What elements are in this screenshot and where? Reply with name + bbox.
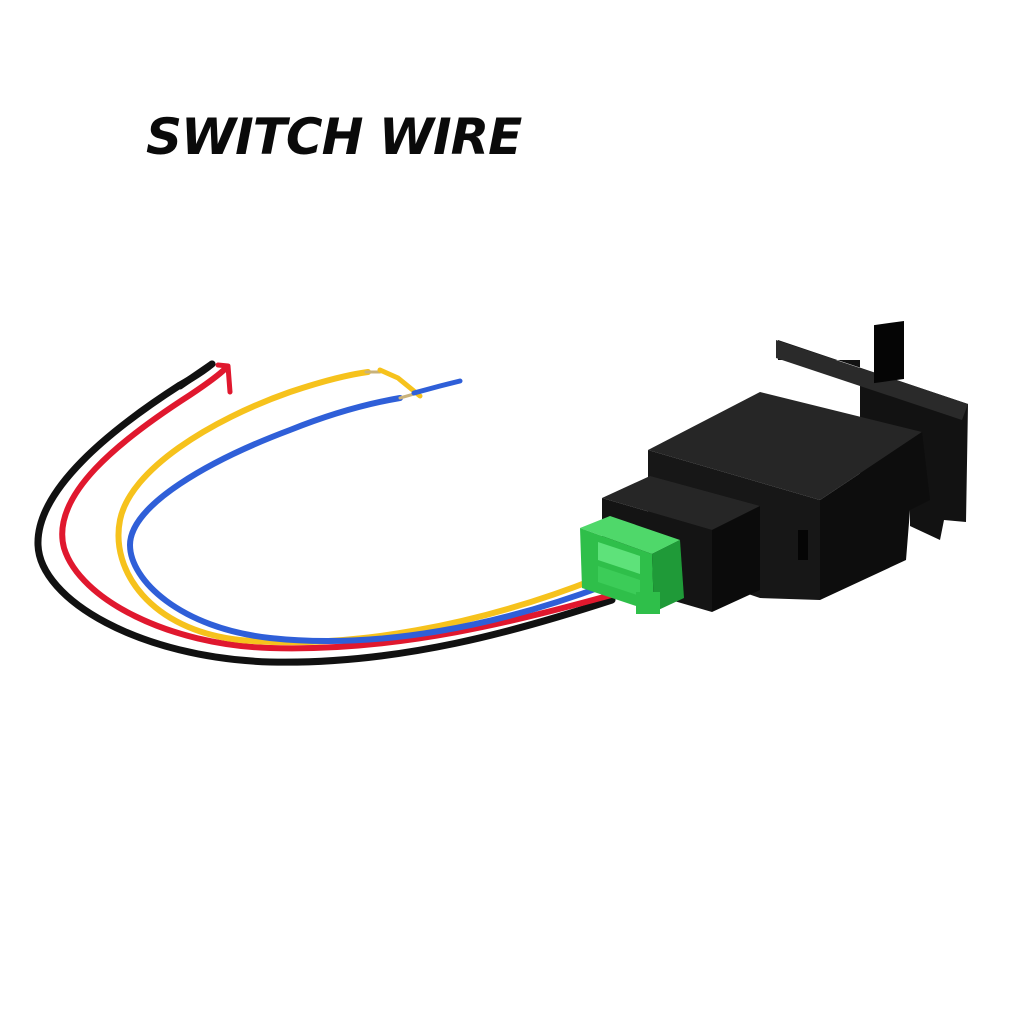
wire-harness <box>34 360 618 666</box>
bezel-top-edge <box>776 340 968 420</box>
housing-side-face <box>820 432 930 600</box>
yellow-wire-tip <box>377 367 423 399</box>
yellow-wire <box>115 369 601 646</box>
black-wire <box>34 360 616 666</box>
red-wire-tip <box>215 362 233 395</box>
red-wire <box>59 365 618 652</box>
product-title: SWITCH WIRE <box>146 108 522 166</box>
housing-top-face <box>648 392 922 500</box>
blue-wire <box>127 395 609 645</box>
connector-tab <box>636 592 660 614</box>
connector-latch-lower <box>598 566 640 596</box>
green-connector <box>580 516 684 614</box>
connector-latch-upper <box>598 542 640 574</box>
blue-wire-tip <box>411 378 463 396</box>
blue-wire-exposed <box>398 392 416 400</box>
latch-slot <box>874 320 904 384</box>
black-wire-tip <box>176 360 216 390</box>
housing-window <box>798 530 808 560</box>
plug-block-top <box>602 476 760 530</box>
connector-top <box>580 516 680 554</box>
plug-block-side <box>712 506 760 612</box>
switch-housing <box>602 320 968 612</box>
